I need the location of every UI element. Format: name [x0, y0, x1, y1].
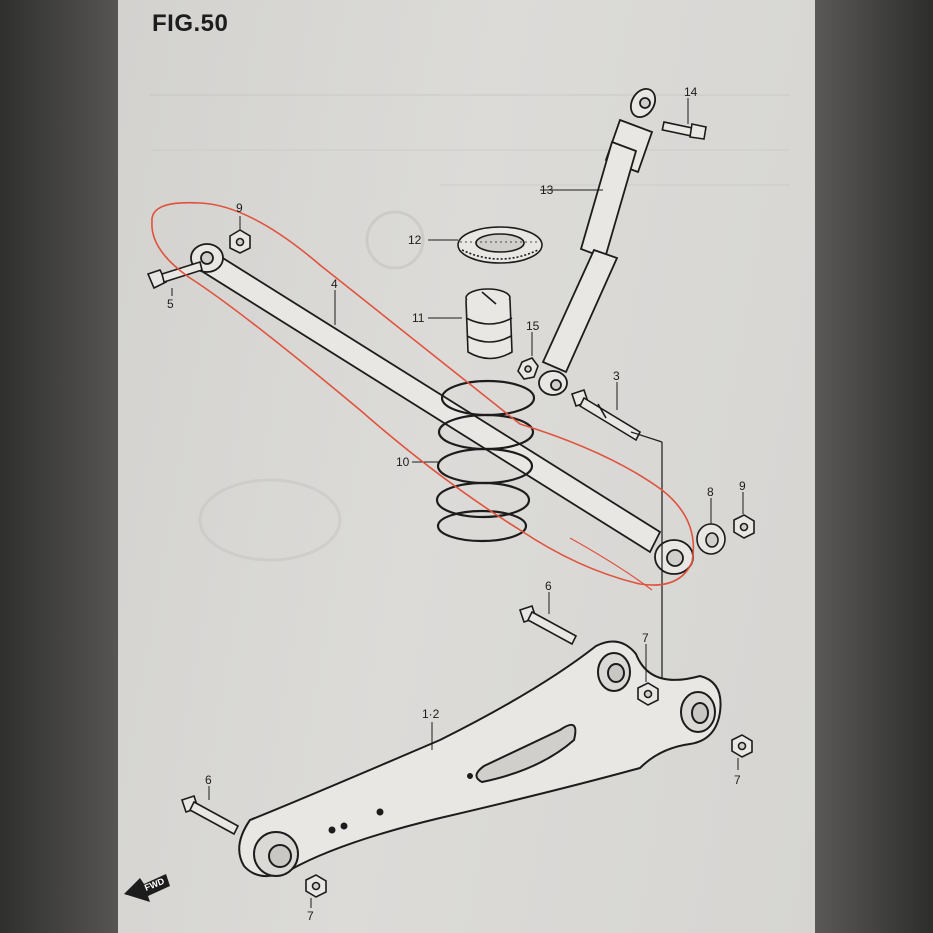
callout-9-lower: 9 — [739, 479, 746, 493]
callout-12: 12 — [408, 233, 422, 247]
part-10-coil-spring — [435, 379, 536, 543]
callout-7-upper: 7 — [642, 631, 649, 645]
callout-7-right: 7 — [734, 773, 741, 787]
fwd-arrow-icon: FWD — [124, 874, 170, 902]
part-7-nut-b — [731, 734, 753, 758]
part-6-bolt-lower — [180, 794, 240, 836]
part-9-nut-lower — [733, 514, 755, 539]
part-4-lateral-rod — [190, 243, 694, 575]
part-8-washer — [696, 523, 726, 555]
part-9-nut-upper — [229, 229, 251, 254]
background-left — [0, 0, 118, 933]
callout-9-upper: 9 — [236, 201, 243, 215]
callout-6-lower: 6 — [205, 773, 212, 787]
figure-title: FIG.50 — [152, 10, 229, 37]
callout-3: 3 — [613, 369, 620, 383]
callout-13: 13 — [540, 183, 554, 197]
part-15-nut — [517, 357, 539, 380]
part-6-bolt-upper — [518, 604, 578, 646]
callout-10: 10 — [396, 455, 410, 469]
part-11-bump-stopper — [465, 288, 513, 360]
part-1-2-trailing-arm — [238, 640, 722, 877]
part-14-bolt — [661, 121, 707, 140]
callout-14: 14 — [684, 85, 698, 99]
part-7-nut-a — [637, 682, 659, 706]
part-13-shock-absorber — [538, 87, 657, 396]
callout-4: 4 — [331, 277, 338, 291]
annotation-highlight — [151, 201, 695, 586]
callout-6-upper: 6 — [545, 579, 552, 593]
callout-8: 8 — [707, 485, 714, 499]
part-12-spring-seat — [457, 226, 543, 264]
callout-15: 15 — [526, 319, 540, 333]
show-through — [150, 94, 790, 562]
callout-11: 11 — [412, 311, 425, 325]
part-3-bolt — [570, 388, 642, 442]
part-7-nut-c — [305, 874, 327, 898]
callout-5: 5 — [167, 297, 174, 311]
callout-7-lower: 7 — [307, 909, 314, 923]
callout-1-2: 1·2 — [422, 707, 440, 721]
background-right — [815, 0, 933, 933]
